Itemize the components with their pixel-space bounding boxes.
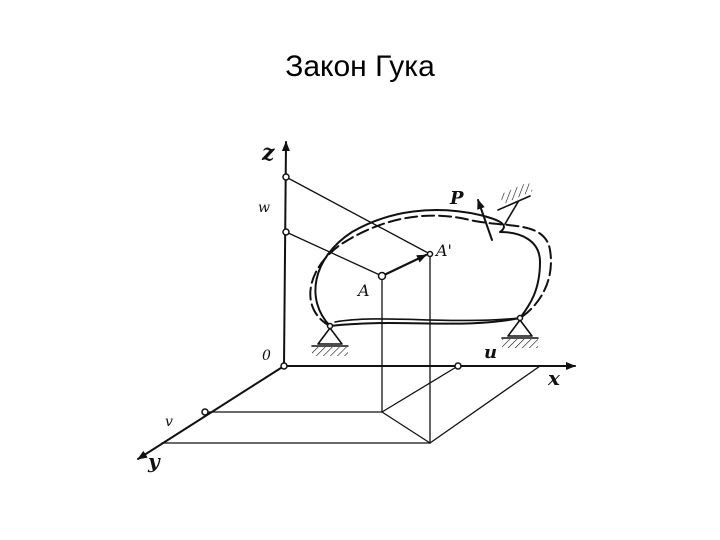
slide-title: Закон Гука — [285, 50, 435, 83]
label-v: v — [165, 414, 173, 430]
point-support-right — [516, 314, 524, 322]
right-support — [501, 319, 539, 348]
label-y-axis: y — [147, 449, 161, 473]
fixed-support-top — [497, 181, 533, 225]
point-support-left — [326, 322, 334, 330]
body-outline — [314, 209, 541, 327]
label-point-a: A — [356, 281, 370, 300]
label-force-p: P — [449, 188, 464, 209]
label-z-axis: z — [261, 140, 275, 166]
point-origin — [280, 362, 288, 370]
projection-lines — [161, 176, 541, 444]
left-support — [311, 327, 349, 356]
point-a-prime — [426, 250, 434, 258]
displacement-vector — [380, 253, 428, 278]
point-a — [377, 271, 387, 281]
label-w: w — [258, 200, 270, 216]
label-u: u — [484, 342, 497, 363]
deformed-body-outline — [309, 214, 552, 327]
point-z-a — [282, 228, 290, 236]
neutral-line — [334, 317, 521, 323]
label-origin: 0 — [262, 348, 271, 364]
force-p-arrow — [477, 199, 493, 241]
reference-points — [201, 173, 524, 416]
label-x-axis: x — [547, 366, 561, 390]
point-u — [454, 362, 462, 370]
point-w — [282, 173, 290, 181]
label-point-a-prime: A' — [434, 241, 452, 260]
point-v — [201, 408, 209, 416]
